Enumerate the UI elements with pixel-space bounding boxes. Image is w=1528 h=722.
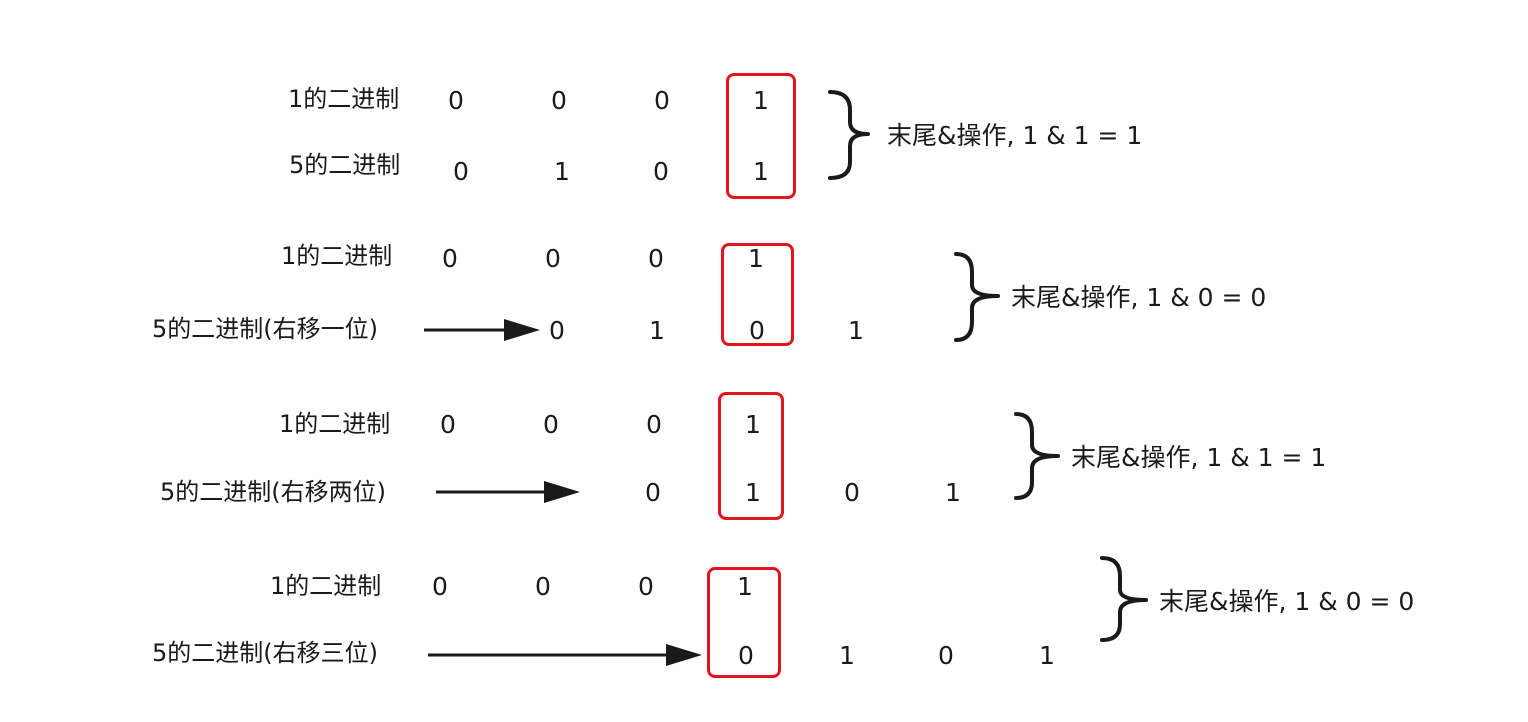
bottom-bit: 1 <box>554 157 570 186</box>
bottom-label: 5的二进制(右移三位) <box>152 639 378 667</box>
bottom-bit: 1 <box>745 478 761 507</box>
bottom-bit: 1 <box>753 157 769 186</box>
bottom-bit: 0 <box>749 316 765 345</box>
top-bit: 0 <box>432 572 448 601</box>
result-text: 末尾&操作, 1 & 1 = 1 <box>1071 443 1327 472</box>
top-label: 1的二进制 <box>281 242 393 270</box>
last-bit-highlight-1 <box>726 73 796 199</box>
last-bit-highlight-3 <box>718 392 784 520</box>
bottom-bit: 1 <box>1039 641 1055 670</box>
bottom-bit: 0 <box>844 478 860 507</box>
bottom-bit: 0 <box>938 641 954 670</box>
result-text: 末尾&操作, 1 & 0 = 0 <box>1011 283 1267 312</box>
last-bit-highlight-2 <box>721 243 794 346</box>
shift-arrow-3 <box>428 644 702 666</box>
top-bit: 0 <box>551 86 567 115</box>
bottom-bit: 0 <box>645 478 661 507</box>
top-bit: 0 <box>654 86 670 115</box>
top-bit: 1 <box>748 244 764 273</box>
top-bit: 0 <box>543 410 559 439</box>
top-bit: 0 <box>442 244 458 273</box>
bottom-label: 5的二进制(右移两位) <box>160 478 386 506</box>
top-label: 1的二进制 <box>279 410 391 438</box>
bottom-bit: 0 <box>653 157 669 186</box>
bottom-label: 5的二进制(右移一位) <box>152 315 378 343</box>
shift-arrow-1 <box>424 319 540 341</box>
bottom-bit: 0 <box>453 157 469 186</box>
brace-3 <box>1014 412 1060 500</box>
brace-1 <box>828 90 870 180</box>
top-bit: 0 <box>535 572 551 601</box>
shift-arrow-2 <box>436 481 580 503</box>
bottom-bit: 1 <box>848 316 864 345</box>
bottom-bit: 1 <box>839 641 855 670</box>
top-bit: 1 <box>737 572 753 601</box>
bottom-bit: 0 <box>549 316 565 345</box>
result-text: 末尾&操作, 1 & 1 = 1 <box>887 121 1143 150</box>
top-bit: 1 <box>753 86 769 115</box>
top-bit: 0 <box>545 244 561 273</box>
top-bit: 0 <box>448 86 464 115</box>
top-bit: 0 <box>638 572 654 601</box>
bottom-bit: 1 <box>649 316 665 345</box>
top-label: 1的二进制 <box>270 572 382 600</box>
bottom-bit: 0 <box>738 641 754 670</box>
bottom-bit: 1 <box>945 478 961 507</box>
brace-4 <box>1100 556 1148 642</box>
top-label: 1的二进制 <box>288 85 400 113</box>
result-text: 末尾&操作, 1 & 0 = 0 <box>1159 587 1415 616</box>
bottom-label: 5的二进制 <box>289 151 401 179</box>
top-bit: 0 <box>648 244 664 273</box>
top-bit: 0 <box>646 410 662 439</box>
top-bit: 1 <box>745 410 761 439</box>
top-bit: 0 <box>440 410 456 439</box>
last-bit-highlight-4 <box>707 567 781 678</box>
brace-2 <box>954 252 1000 342</box>
